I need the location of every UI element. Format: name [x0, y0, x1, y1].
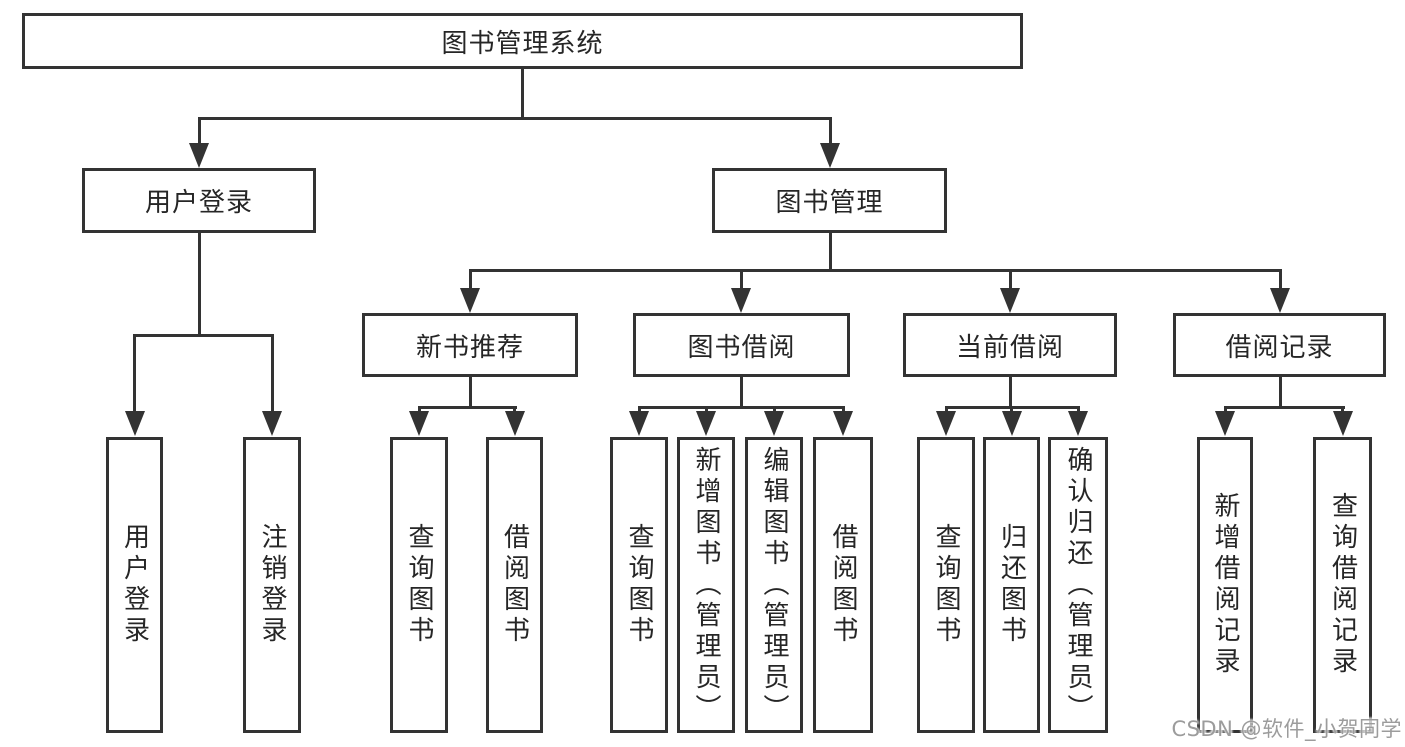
node-label: 用户登录	[144, 188, 253, 218]
node-label: 图书借阅	[687, 332, 796, 363]
connector-line	[637, 406, 845, 409]
node-new-book-recommendation: 新书推荐	[362, 313, 578, 377]
arrowhead-icon	[1270, 288, 1290, 313]
connector-line	[828, 233, 832, 272]
node-label: 新增图书（管理员）	[691, 445, 721, 725]
connector-line	[520, 69, 524, 119]
leaf-query-books-borrow: 查询图书	[610, 437, 668, 733]
node-label: 编辑图书（管理员）	[759, 445, 789, 725]
node-label: 查询图书	[624, 523, 654, 647]
node-label: 查询借阅记录	[1327, 492, 1358, 678]
connector-line	[417, 406, 517, 409]
node-label: 查询图书	[931, 523, 961, 647]
connector-line	[739, 271, 743, 291]
leaf-confirm-return-admin: 确认归还（管理员）	[1048, 437, 1108, 733]
leaf-query-books-current: 查询图书	[917, 437, 975, 733]
leaf-edit-book-admin: 编辑图书（管理员）	[745, 437, 803, 733]
node-library-management-system: 图书管理系统	[22, 13, 1023, 69]
node-label: 借阅图书	[499, 523, 530, 647]
connector-line	[133, 336, 136, 412]
node-label: 确认归还（管理员）	[1063, 445, 1093, 725]
connector-line	[1278, 271, 1282, 291]
leaf-add-borrow-record: 新增借阅记录	[1197, 437, 1253, 733]
leaf-user-login: 用户登录	[106, 437, 163, 733]
arrowhead-icon	[1332, 411, 1353, 436]
connector-line	[1278, 376, 1282, 408]
arrowhead-icon	[460, 288, 480, 313]
connector-line	[197, 119, 201, 149]
node-label: 图书管理	[775, 188, 884, 218]
connector-line	[944, 406, 1080, 409]
leaf-logout: 注销登录	[243, 437, 301, 733]
node-label: 新增借阅记录	[1210, 492, 1240, 678]
node-label: 新书推荐	[415, 332, 524, 363]
connector-line	[1008, 271, 1012, 291]
node-current-borrowing: 当前借阅	[903, 313, 1117, 377]
node-label: 注销登录	[257, 523, 287, 647]
connector-line	[1223, 406, 1345, 409]
arrowhead-icon	[409, 411, 429, 436]
node-borrowing-records: 借阅记录	[1173, 313, 1386, 377]
leaf-borrow-books: 借阅图书	[813, 437, 873, 733]
node-label: 借阅记录	[1225, 332, 1334, 363]
arrowhead-icon	[629, 411, 649, 436]
node-label: 归还图书	[996, 523, 1027, 647]
connector-line	[1008, 376, 1012, 408]
connector-line	[828, 119, 832, 149]
node-book-management: 图书管理	[712, 168, 947, 233]
connector-line	[739, 377, 743, 408]
connector-line	[133, 334, 274, 337]
arrowhead-icon	[124, 411, 145, 436]
csdn-watermark: CSDN @软件_小贺同学	[1171, 717, 1402, 741]
leaf-query-borrow-record: 查询借阅记录	[1313, 437, 1372, 733]
leaf-return-books: 归还图书	[983, 437, 1040, 733]
arrowhead-icon	[1068, 411, 1088, 436]
connector-line	[468, 271, 472, 291]
arrowhead-icon	[504, 411, 525, 436]
node-label: 当前借阅	[955, 332, 1064, 363]
connector-line	[468, 377, 472, 408]
leaf-query-books-recommend: 查询图书	[390, 437, 448, 733]
connector-line	[468, 269, 1282, 272]
arrowhead-icon	[833, 411, 853, 436]
node-user-login: 用户登录	[82, 168, 316, 233]
connector-line	[197, 233, 201, 337]
arrowhead-icon	[820, 143, 840, 168]
arrowhead-icon	[936, 411, 956, 436]
arrowhead-icon	[189, 143, 209, 168]
arrowhead-icon	[1001, 411, 1022, 436]
connector-line	[270, 336, 274, 412]
arrowhead-icon	[1215, 411, 1235, 436]
node-label: 查询图书	[404, 523, 434, 647]
connector-line	[197, 117, 832, 120]
node-label: 图书管理系统	[441, 28, 604, 59]
arrowhead-icon	[1000, 288, 1020, 313]
arrowhead-icon	[696, 411, 716, 436]
arrowhead-icon	[764, 411, 784, 436]
node-book-borrowing: 图书借阅	[633, 313, 850, 377]
leaf-add-book-admin: 新增图书（管理员）	[677, 437, 735, 733]
leaf-borrow-books-recommend: 借阅图书	[486, 437, 543, 733]
arrowhead-icon	[731, 288, 751, 313]
node-label: 用户登录	[119, 523, 150, 647]
arrowhead-icon	[262, 411, 282, 436]
node-label: 借阅图书	[828, 523, 858, 647]
